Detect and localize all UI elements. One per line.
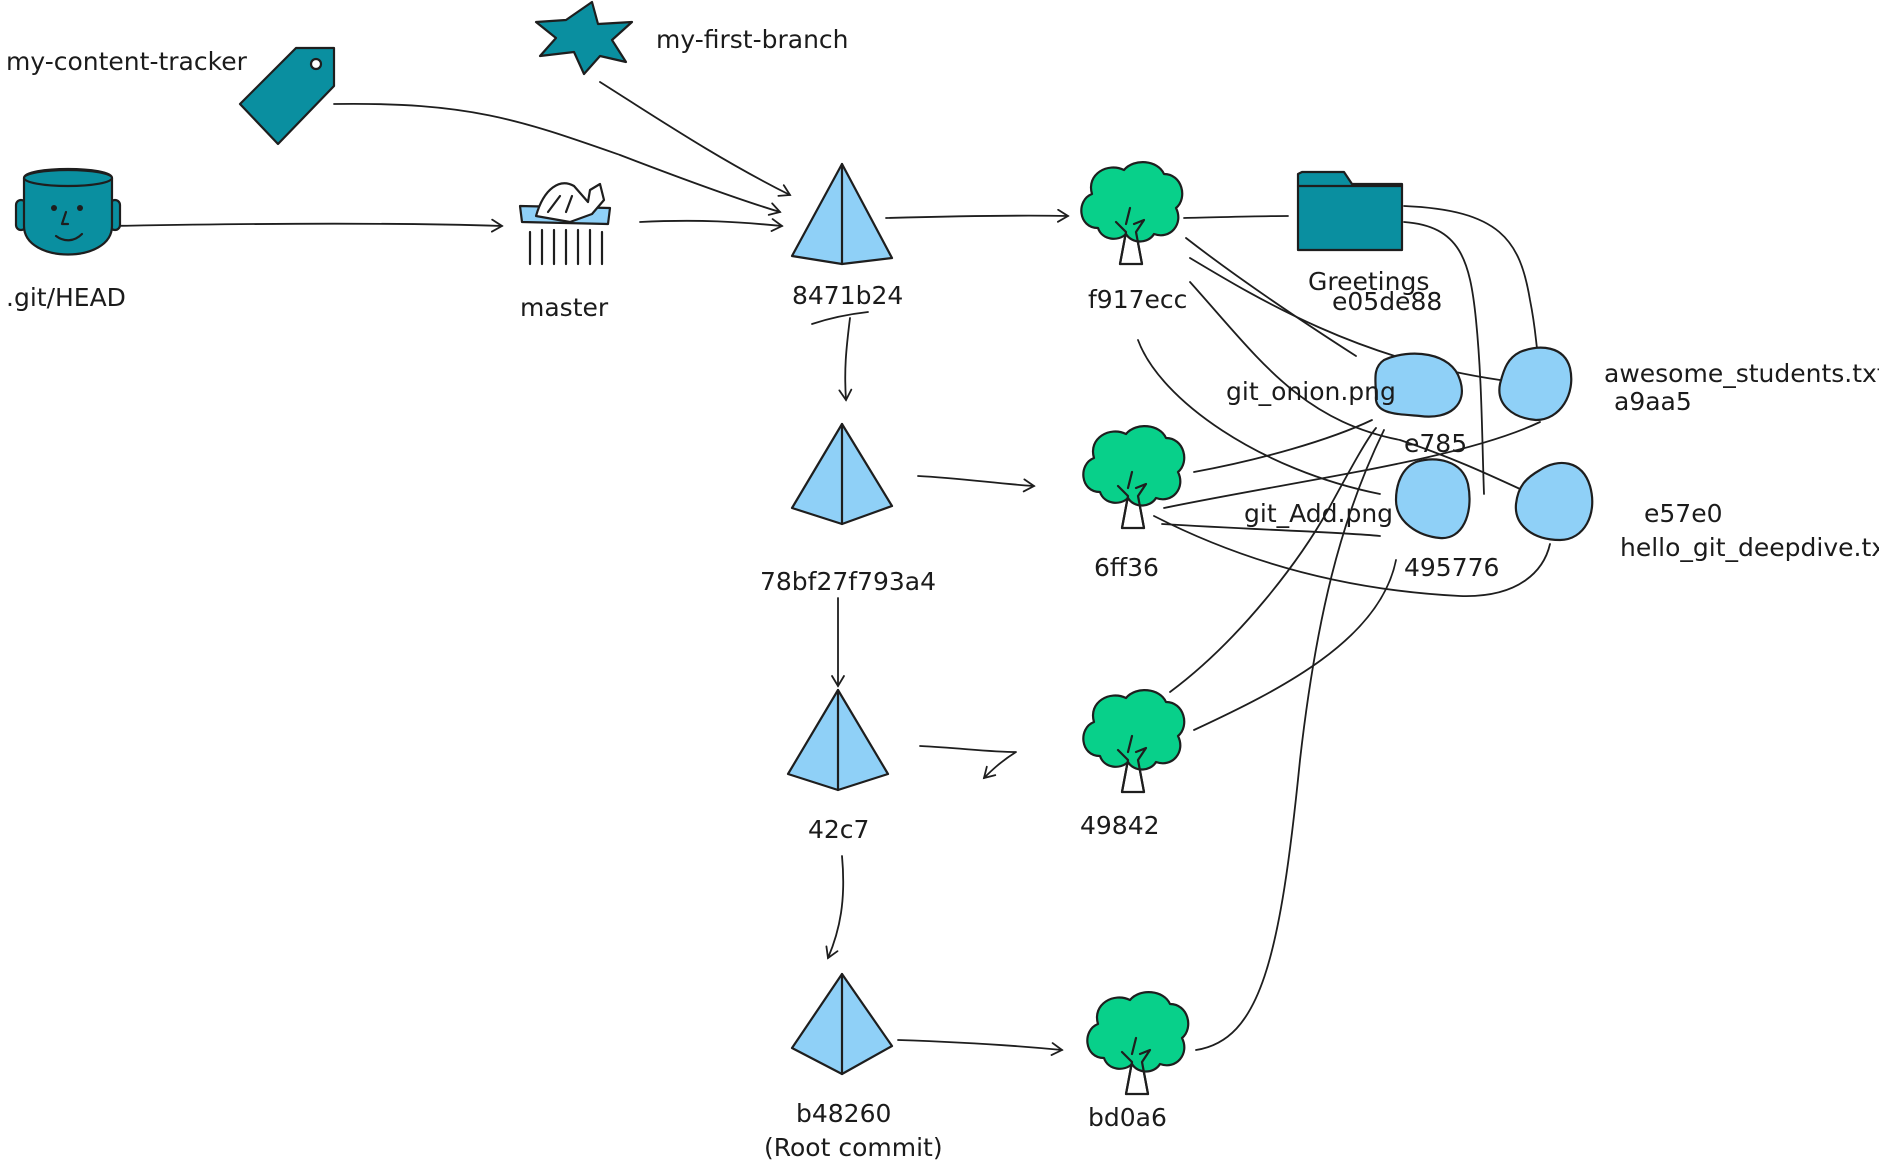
blob-name: awesome_students.txt	[1604, 359, 1879, 388]
edge-folder-blob-e57e0	[1403, 221, 1485, 495]
commit-hash: 78bf27f793a4	[760, 567, 936, 596]
commit-note: (Root commit)	[764, 1133, 943, 1162]
edge-tree1-blob-e785	[1185, 237, 1357, 357]
tree-node[interactable]: bd0a6	[1086, 991, 1190, 1132]
edge-commit3-commit4	[825, 855, 845, 960]
pyramid-icon	[786, 688, 890, 792]
tree-icon	[1082, 425, 1186, 530]
blob-node[interactable]: git_Add.png 495776	[1244, 458, 1499, 582]
person-head-icon	[14, 167, 122, 256]
folder-node[interactable]: Greetings e05de88	[1296, 170, 1442, 316]
blob-hash: e785	[1404, 429, 1467, 458]
tree-icon	[1086, 991, 1190, 1096]
branch-label: my-first-branch	[656, 25, 849, 54]
edge-tree2-blob-495776	[1161, 523, 1381, 537]
blob-hash: e57e0	[1644, 499, 1722, 528]
blob-hash: 495776	[1404, 553, 1499, 582]
blob-icon	[1374, 352, 1463, 418]
edge-commit1-underline	[811, 311, 869, 325]
edge-tree2-blob-e785	[1193, 419, 1373, 473]
master-label: master	[520, 293, 609, 322]
tree-hash: 49842	[1080, 811, 1160, 840]
edge-branch-commit	[599, 81, 792, 197]
edge-commit1-tree1	[885, 208, 1070, 223]
tree-node[interactable]: 6ff36	[1082, 425, 1186, 582]
commit-node[interactable]: 8471b24	[790, 162, 903, 310]
pyramid-icon	[790, 162, 894, 266]
edge-commit1-commit2	[838, 317, 853, 402]
blob-name: hello_git_deepdive.txt	[1620, 533, 1879, 562]
edge-tree2-blob-e57e0	[1153, 515, 1551, 597]
edge-commit4-tree4	[897, 1039, 1064, 1056]
tree-hash: 6ff36	[1094, 553, 1159, 582]
bookmark-hand-icon	[518, 182, 612, 266]
master-node[interactable]: master	[518, 182, 612, 322]
edge-master-commit	[639, 218, 784, 232]
edge-tree1-blob-e57e0	[1189, 281, 1545, 501]
head-node[interactable]: .git/HEAD	[6, 167, 126, 312]
edge-commit3-tree3	[919, 745, 1017, 780]
edge-tree2-blob-a9aa5	[1163, 421, 1541, 509]
tree-node[interactable]: 49842	[1080, 689, 1186, 840]
edge-folder-blob-a9aa5	[1403, 205, 1539, 355]
pyramid-icon	[790, 972, 894, 1076]
tag-icon	[238, 46, 336, 146]
tree-hash: bd0a6	[1088, 1103, 1167, 1132]
tree-node[interactable]: f917ecc	[1080, 161, 1187, 314]
commit-node[interactable]: 42c7	[786, 688, 890, 844]
edges	[111, 81, 1551, 1056]
commit-node[interactable]: 78bf27f793a4	[760, 422, 936, 596]
blob-node[interactable]: awesome_students.txt a9aa5	[1498, 346, 1879, 422]
commit-hash: b48260	[796, 1099, 891, 1128]
blob-icon	[1498, 346, 1573, 422]
tree-icon	[1080, 161, 1184, 266]
folder-icon	[1296, 170, 1404, 252]
blob-hash: a9aa5	[1614, 387, 1692, 416]
edge-head-master	[111, 218, 504, 233]
commit-node[interactable]: b48260 (Root commit)	[764, 972, 943, 1162]
edge-tree1-folder	[1183, 215, 1289, 219]
commit-hash: 42c7	[808, 815, 869, 844]
head-label: .git/HEAD	[6, 283, 126, 312]
folder-name: Greetings	[1308, 267, 1429, 296]
folder-hash: e05de88	[1332, 287, 1442, 316]
star-icon	[534, 0, 634, 76]
edge-tree3-blob-495776	[1193, 559, 1397, 731]
blob-node[interactable]: e57e0 hello_git_deepdive.txt	[1514, 461, 1879, 562]
blob-name: git_onion.png	[1226, 377, 1396, 406]
pyramid-icon	[790, 422, 894, 526]
blob-icon	[1514, 461, 1594, 542]
blob-node[interactable]: git_onion.png e785	[1226, 352, 1467, 458]
blob-icon	[1394, 458, 1471, 540]
edge-commit2-tree2	[917, 475, 1036, 493]
edge-tree4-blob-e785	[1195, 429, 1385, 1051]
tag-node[interactable]: my-content-tracker	[6, 46, 336, 146]
edge-tree1-blob-495776	[1137, 339, 1381, 495]
commit-hash: 8471b24	[792, 281, 903, 310]
edge-tree3-blob-e785	[1169, 427, 1377, 693]
tree-icon	[1082, 689, 1186, 794]
tag-label: my-content-tracker	[6, 47, 248, 76]
edge-tag-commit	[333, 102, 782, 216]
tree-hash: f917ecc	[1088, 285, 1187, 314]
branch-node[interactable]: my-first-branch	[534, 0, 849, 76]
blob-name: git_Add.png	[1244, 499, 1393, 528]
